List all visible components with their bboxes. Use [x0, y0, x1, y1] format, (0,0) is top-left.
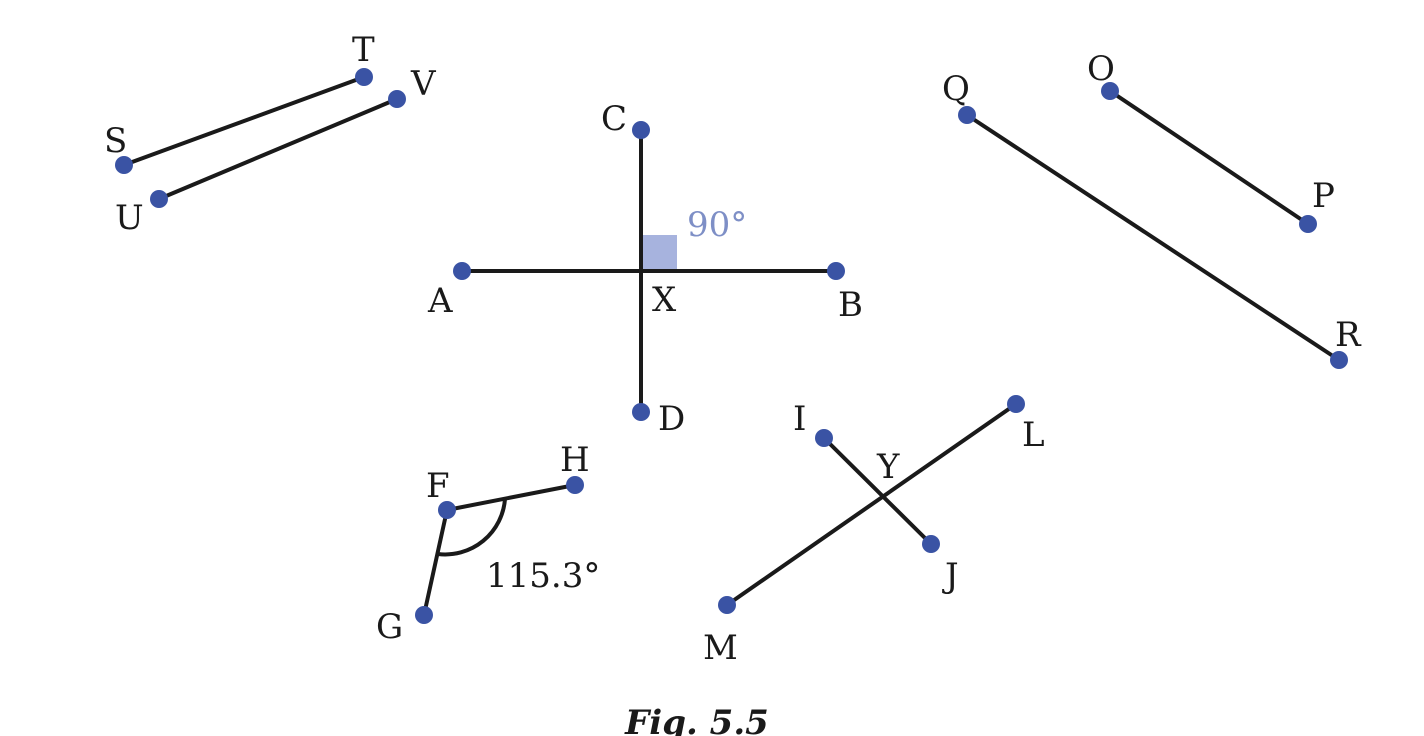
label-y: Y [876, 447, 900, 487]
label-b: B [838, 285, 863, 325]
point-r [1330, 351, 1348, 369]
segment-qr [965, 113, 1341, 362]
label-g: G [376, 607, 403, 647]
label-r: R [1335, 315, 1362, 355]
points [115, 68, 1348, 624]
segment-st [122, 75, 366, 167]
point-u [150, 190, 168, 208]
right-angle-label: 90° [687, 205, 747, 245]
label-a: A [427, 281, 453, 321]
figure-caption: Fig. 5.5 [624, 703, 769, 736]
segment-uv [157, 97, 399, 201]
angle-fgh-label: 115.3° [486, 556, 600, 596]
segment-op [1108, 89, 1310, 226]
point-a [453, 262, 471, 280]
label-i: I [793, 399, 806, 439]
label-h: H [560, 440, 590, 480]
label-j: J [942, 556, 959, 596]
point-i [815, 429, 833, 447]
point-d [632, 403, 650, 421]
right-angle-marker [641, 235, 677, 271]
label-s: S [104, 121, 127, 161]
point-f [438, 501, 456, 519]
label-o: O [1087, 49, 1115, 89]
label-p: P [1312, 176, 1335, 216]
point-s [115, 156, 133, 174]
angle-arc [436, 497, 507, 557]
point-l [1007, 395, 1025, 413]
segment-fg [422, 508, 449, 617]
point-g [415, 606, 433, 624]
label-q: Q [942, 69, 970, 109]
label-v: V [410, 64, 437, 104]
point-t [355, 68, 373, 86]
point-h [566, 476, 584, 494]
label-t: T [352, 30, 375, 70]
point-b [827, 262, 845, 280]
label-m: M [703, 628, 738, 668]
label-f: F [426, 466, 450, 506]
point-v [388, 90, 406, 108]
label-l: L [1022, 415, 1045, 455]
label-d: D [658, 399, 685, 439]
point-p [1299, 215, 1317, 233]
label-u: U [115, 198, 144, 238]
label-c: C [601, 99, 627, 139]
point-q [958, 106, 976, 124]
point-o [1101, 82, 1119, 100]
segment-ij [822, 436, 933, 546]
segment-lm [725, 402, 1018, 607]
label-x: X [652, 280, 677, 320]
point-j [922, 535, 940, 553]
point-m [718, 596, 736, 614]
point-c [632, 121, 650, 139]
segment-fh [445, 483, 577, 512]
